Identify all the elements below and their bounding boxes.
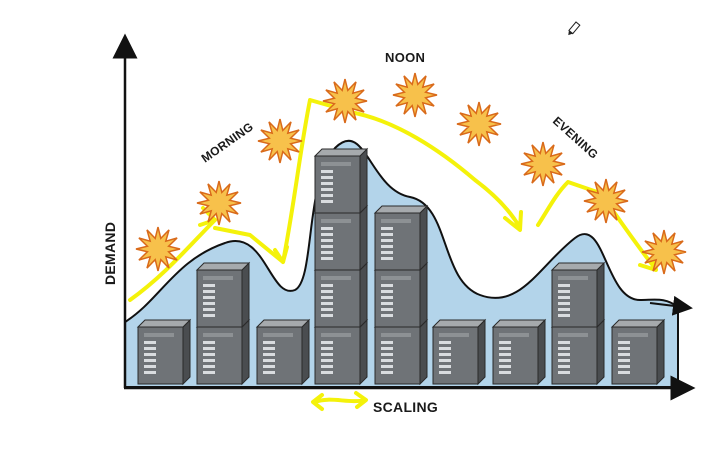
sun-icon bbox=[257, 118, 303, 164]
sun-icon bbox=[135, 226, 181, 272]
server-racks bbox=[136, 147, 666, 386]
server-stack bbox=[195, 261, 251, 386]
server-stack bbox=[255, 318, 311, 386]
sun-icon bbox=[641, 229, 687, 275]
server-icon bbox=[491, 318, 547, 386]
server-icon bbox=[313, 261, 369, 329]
server-icon bbox=[255, 318, 311, 386]
server-icon bbox=[373, 318, 429, 386]
sun-icon bbox=[456, 101, 502, 147]
x-axis-label: SCALING bbox=[373, 399, 438, 415]
sun-icon bbox=[322, 78, 368, 124]
demand-end-arrow bbox=[649, 295, 693, 316]
server-stack bbox=[431, 318, 487, 386]
server-icon bbox=[550, 318, 606, 386]
server-icon bbox=[610, 318, 666, 386]
morning-label: MORNING bbox=[199, 120, 256, 166]
server-icon bbox=[313, 204, 369, 272]
server-icon bbox=[431, 318, 487, 386]
sun-icon bbox=[196, 180, 242, 226]
server-icon bbox=[195, 318, 251, 386]
server-icon bbox=[136, 318, 192, 386]
sun-icon bbox=[583, 178, 629, 224]
server-icon bbox=[195, 261, 251, 329]
suns bbox=[135, 72, 687, 275]
pencil-cursor-icon bbox=[568, 21, 581, 36]
server-stack bbox=[313, 147, 369, 386]
server-icon bbox=[550, 261, 606, 329]
server-icon bbox=[373, 261, 429, 329]
noon-arrow bbox=[348, 110, 522, 230]
server-stack bbox=[373, 204, 429, 386]
sun-icon bbox=[392, 72, 438, 118]
server-stack bbox=[550, 261, 606, 386]
server-icon bbox=[373, 204, 429, 272]
sun-icon bbox=[520, 141, 566, 187]
server-stack bbox=[491, 318, 547, 386]
server-icon bbox=[313, 147, 369, 215]
y-axis-label: DEMAND bbox=[102, 222, 118, 285]
server-stack bbox=[610, 318, 666, 386]
double-arrow-icon bbox=[311, 391, 368, 411]
server-icon bbox=[313, 318, 369, 386]
noon-label: NOON bbox=[385, 50, 425, 65]
server-stack bbox=[136, 318, 192, 386]
